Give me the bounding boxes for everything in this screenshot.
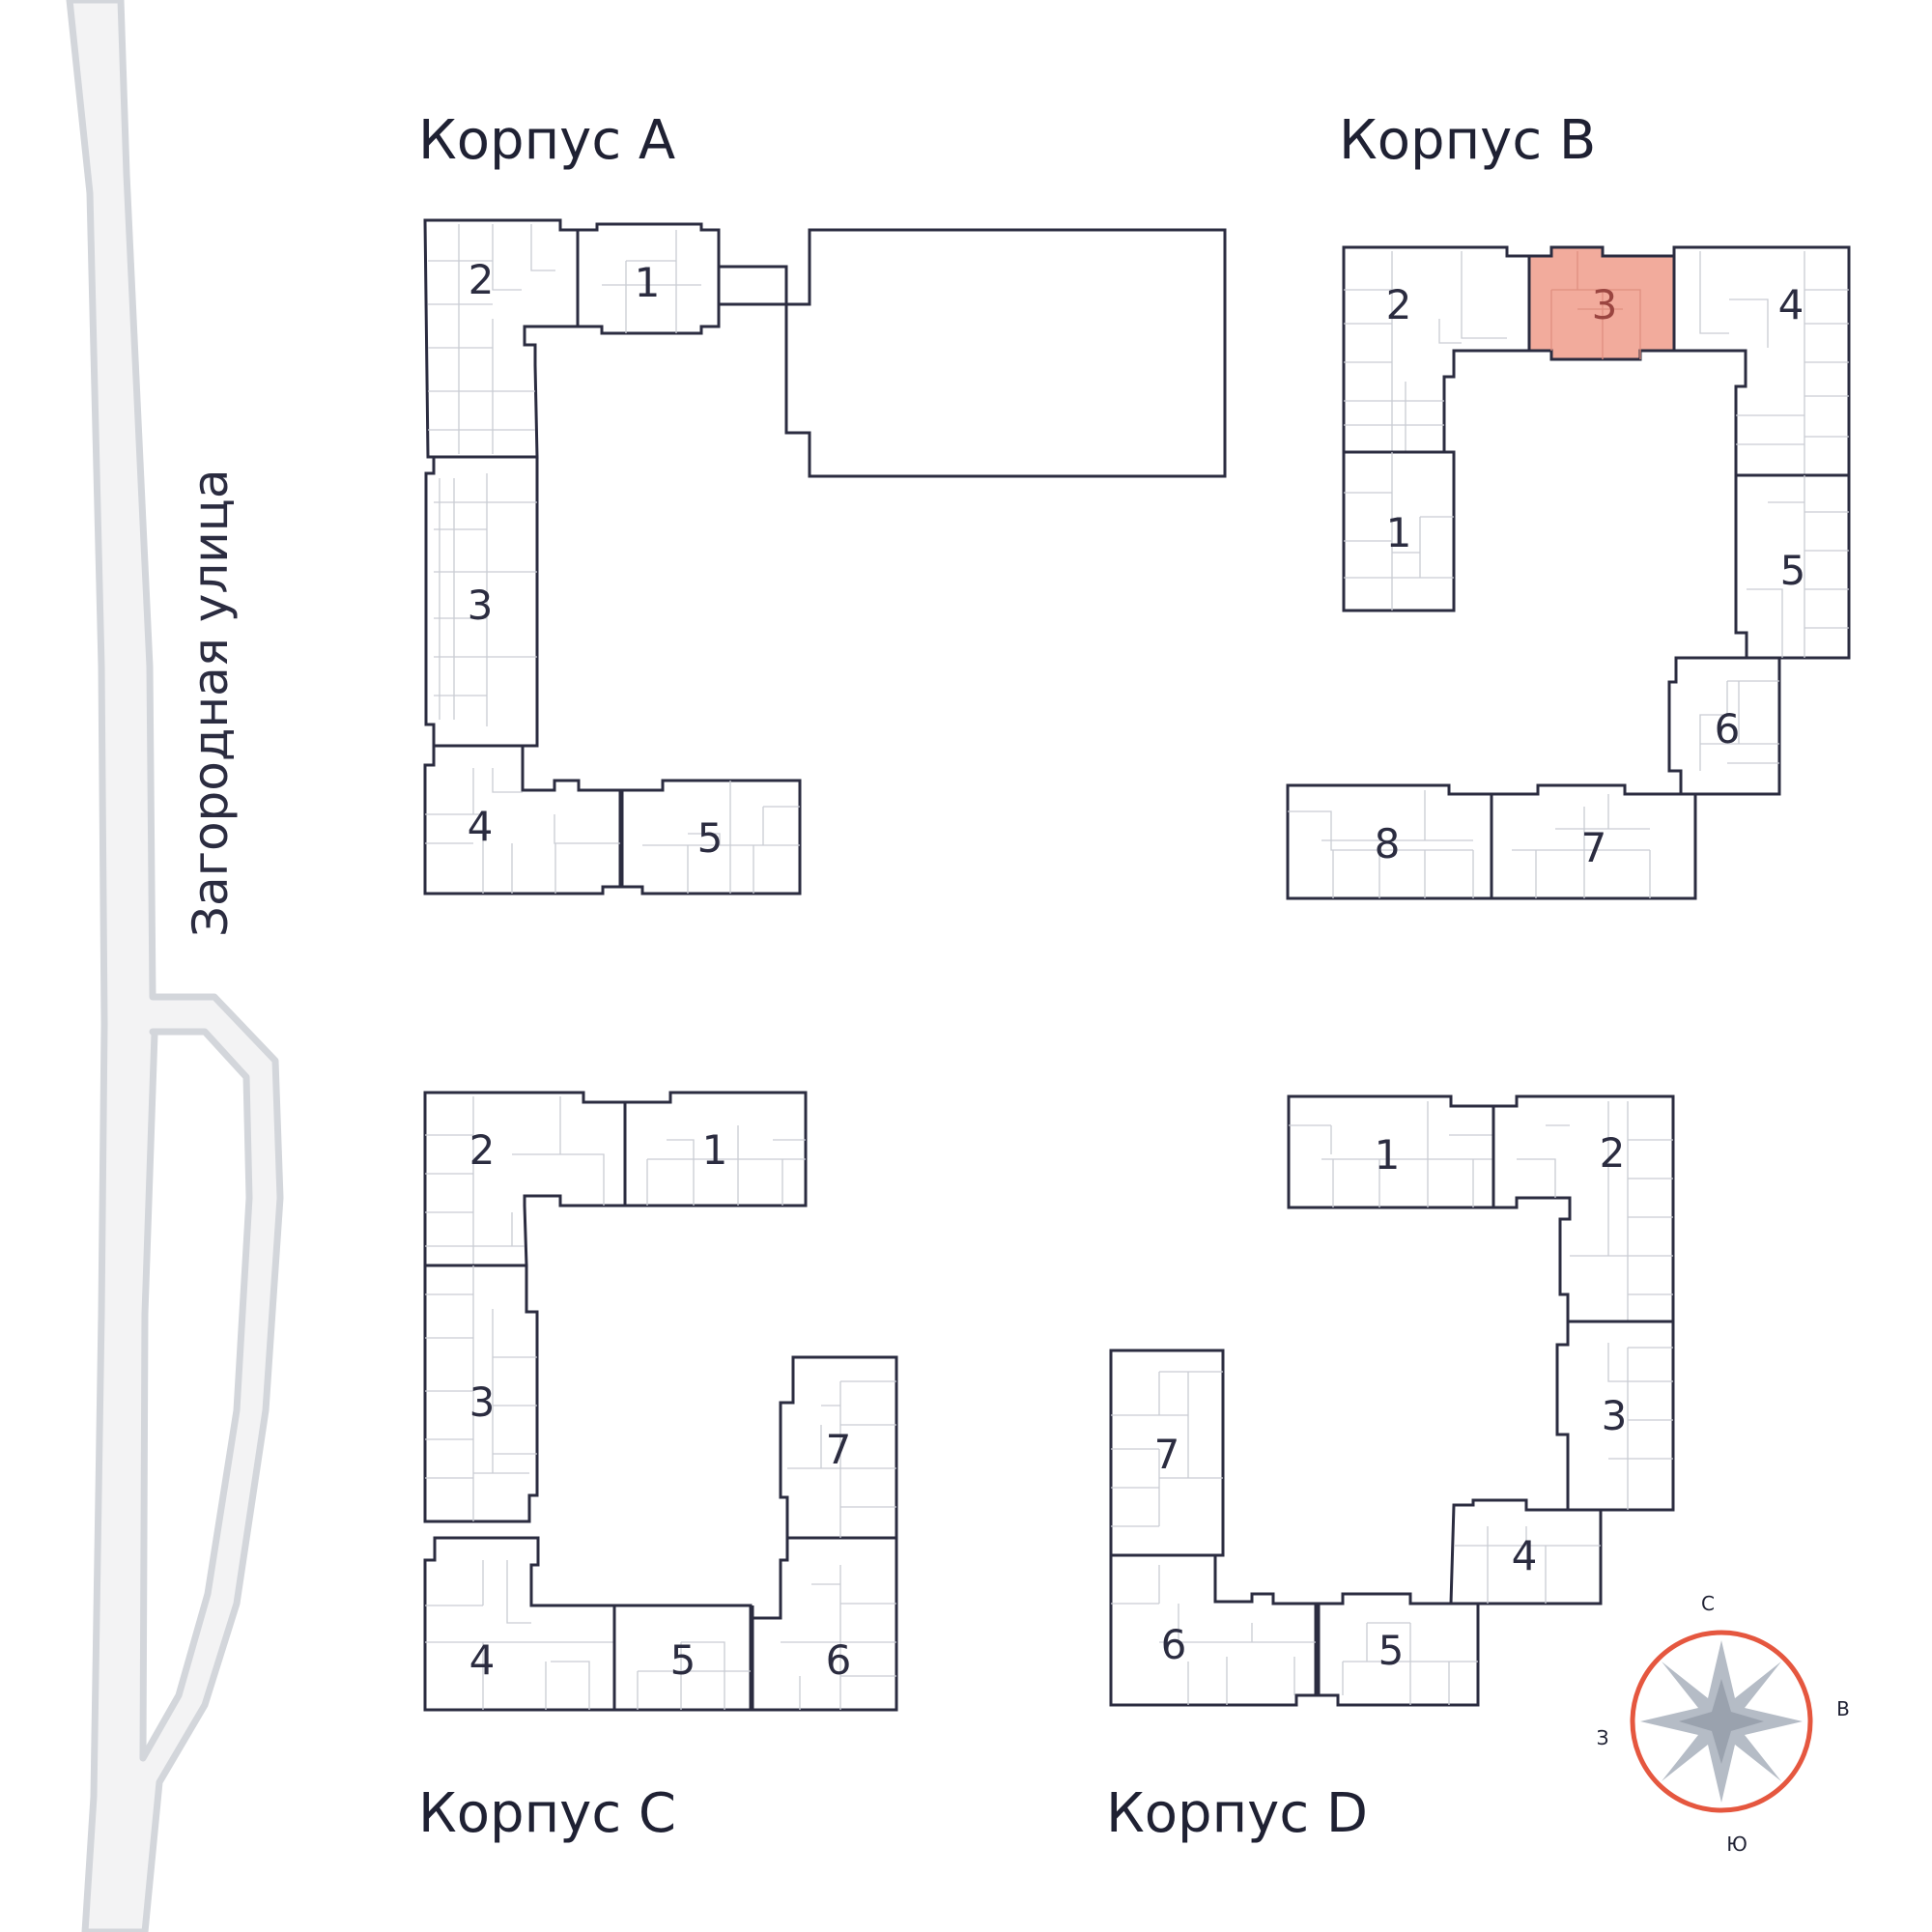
section-a3[interactable]: 3 <box>424 455 539 748</box>
section-d6[interactable]: 6 <box>1109 1553 1318 1707</box>
corpus-b-label: Корпус B <box>1339 109 1596 172</box>
corpus-c-label: Корпус C <box>418 1782 676 1845</box>
compass-east-label: В <box>1836 1697 1850 1720</box>
section-c6-number: 6 <box>826 1636 852 1684</box>
section-b1-number: 1 <box>1386 509 1412 556</box>
section-b4[interactable]: 4 <box>1672 245 1851 477</box>
section-b6-number: 6 <box>1715 705 1741 753</box>
section-a1[interactable]: 1 <box>576 222 721 335</box>
corpus-c: 2 1 3 4 5 6 7 <box>423 1091 898 1712</box>
section-d2-number: 2 <box>1600 1129 1626 1177</box>
section-c2[interactable]: 2 <box>423 1091 627 1267</box>
corpus-a-annex-block <box>784 228 1227 478</box>
section-c4[interactable]: 4 <box>423 1536 616 1712</box>
compass-south-label: Ю <box>1726 1833 1747 1856</box>
compass: С В Ю З <box>1597 1592 1850 1856</box>
section-d5[interactable]: 5 <box>1317 1592 1480 1707</box>
corpus-b: 2 3 4 1 5 6 7 <box>1286 245 1851 900</box>
section-c7-number: 7 <box>826 1426 852 1473</box>
section-a5-number: 5 <box>697 814 724 862</box>
section-d4-number: 4 <box>1512 1532 1538 1579</box>
section-c3[interactable]: 3 <box>423 1264 539 1523</box>
section-a2-number: 2 <box>469 256 495 303</box>
section-b5[interactable]: 5 <box>1734 473 1851 660</box>
section-d2[interactable]: 2 <box>1492 1094 1675 1323</box>
section-a1-number: 1 <box>635 259 661 306</box>
section-d7-number: 7 <box>1154 1431 1180 1478</box>
section-d7[interactable]: 7 <box>1109 1349 1225 1557</box>
section-a2[interactable]: 2 <box>423 218 580 459</box>
compass-north-label: С <box>1701 1592 1715 1615</box>
corpus-a-connector <box>717 265 788 306</box>
section-b2-number: 2 <box>1386 281 1412 328</box>
street-label: Загородная улица <box>183 469 239 937</box>
section-b4-number: 4 <box>1778 281 1804 328</box>
section-b3-selected[interactable]: 3 <box>1527 245 1676 361</box>
section-a4-number: 4 <box>468 803 494 850</box>
road <box>66 0 284 1932</box>
compass-west-label: З <box>1597 1726 1609 1749</box>
section-c6[interactable]: 6 <box>751 1536 898 1712</box>
section-c3-number: 3 <box>469 1378 496 1426</box>
compass-ring <box>1630 1630 1813 1813</box>
section-d3-number: 3 <box>1602 1392 1628 1439</box>
section-d4[interactable]: 4 <box>1449 1498 1603 1605</box>
road-island <box>139 1028 253 1762</box>
section-b1[interactable]: 1 <box>1342 450 1456 612</box>
section-b8[interactable]: 8 <box>1286 783 1493 900</box>
section-c1[interactable]: 1 <box>623 1091 808 1208</box>
section-b8-number: 8 <box>1375 820 1401 867</box>
corpus-a-label: Корпус А <box>418 109 675 172</box>
section-b3-number: 3 <box>1592 281 1618 328</box>
section-b7[interactable]: 7 <box>1490 783 1697 900</box>
corpus-d-label: Корпус D <box>1106 1782 1368 1845</box>
section-c5-number: 5 <box>670 1636 696 1684</box>
section-a4[interactable]: 4 <box>423 744 622 895</box>
section-b2[interactable]: 2 <box>1342 245 1531 454</box>
section-d6-number: 6 <box>1161 1621 1187 1668</box>
section-c1-number: 1 <box>702 1126 728 1174</box>
section-c4-number: 4 <box>469 1636 496 1684</box>
section-b5-number: 5 <box>1780 547 1806 594</box>
section-d3[interactable]: 3 <box>1555 1320 1675 1512</box>
section-a5[interactable]: 5 <box>620 779 802 895</box>
compass-star-core-icon <box>1679 1679 1764 1764</box>
section-a3-number: 3 <box>468 582 494 629</box>
section-c7[interactable]: 7 <box>779 1355 898 1540</box>
section-c2-number: 2 <box>469 1126 496 1174</box>
corpus-a: 2 1 3 4 5 <box>423 218 1227 895</box>
corpus-d: 1 2 3 4 5 6 7 <box>1109 1094 1675 1707</box>
section-c5[interactable]: 5 <box>612 1604 753 1712</box>
section-d1-number: 1 <box>1375 1131 1401 1179</box>
section-b7-number: 7 <box>1581 824 1607 871</box>
section-d1[interactable]: 1 <box>1287 1094 1495 1209</box>
section-d5-number: 5 <box>1378 1627 1405 1674</box>
section-b6[interactable]: 6 <box>1667 656 1781 796</box>
